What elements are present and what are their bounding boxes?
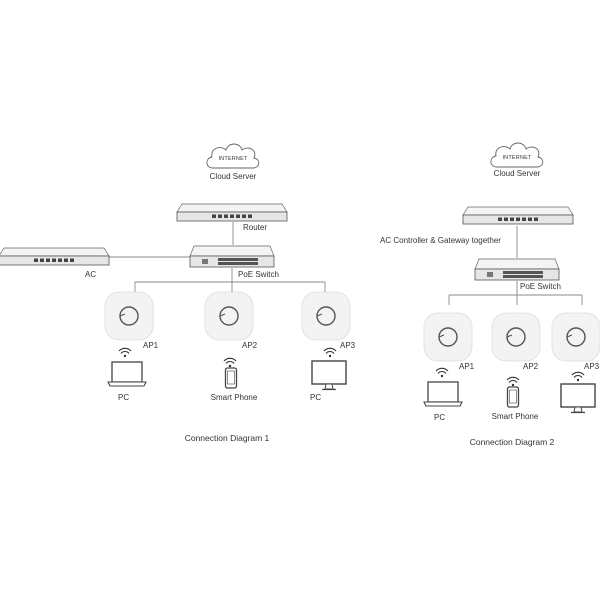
smartphone-icon bbox=[224, 367, 238, 389]
wifi-icon bbox=[571, 371, 585, 382]
connection-diagram-2: INTERNET Cloud Server AC Controller & Ga… bbox=[380, 142, 600, 447]
cloud-server-label: Cloud Server bbox=[210, 172, 257, 181]
wire-switch-aps bbox=[448, 281, 583, 305]
ap1-label: AP1 bbox=[143, 341, 159, 350]
wifi-icon bbox=[323, 347, 337, 358]
poe-switch-label: PoE Switch bbox=[238, 270, 279, 279]
wifi-icon bbox=[118, 347, 132, 358]
laptop-icon bbox=[423, 381, 463, 407]
access-point-1-icon bbox=[104, 291, 154, 341]
wifi-icon bbox=[506, 376, 520, 387]
ap1-label: AP1 bbox=[459, 362, 475, 371]
diagram-caption: Connection Diagram 1 bbox=[185, 433, 270, 443]
connection-diagram-1: INTERNET Cloud Server Router AC PoE Swit… bbox=[0, 143, 356, 443]
router-label: Router bbox=[243, 223, 267, 232]
router-icon bbox=[176, 203, 288, 222]
ap3-label: AP3 bbox=[340, 341, 356, 350]
access-point-1-icon bbox=[423, 312, 473, 362]
cloud-server-label: Cloud Server bbox=[494, 169, 541, 178]
pc-label: PC bbox=[118, 393, 129, 402]
laptop-icon bbox=[107, 361, 147, 387]
poe-switch-icon bbox=[474, 258, 560, 281]
smart-phone-label: Smart Phone bbox=[211, 393, 258, 402]
poe-switch-icon bbox=[189, 245, 275, 268]
ap2-label: AP2 bbox=[523, 362, 539, 371]
access-point-3-icon bbox=[551, 312, 600, 362]
smart-phone-label: Smart Phone bbox=[492, 412, 539, 421]
wifi-icon bbox=[435, 367, 449, 378]
ap2-label: AP2 bbox=[242, 341, 258, 350]
ap3-label: AP3 bbox=[584, 362, 600, 371]
internet-label: INTERNET bbox=[218, 156, 248, 162]
gateway-device-icon bbox=[462, 206, 574, 225]
ac-label: AC bbox=[85, 270, 96, 279]
access-point-3-icon bbox=[301, 291, 351, 341]
access-point-2-icon bbox=[204, 291, 254, 341]
smartphone-icon bbox=[506, 386, 520, 408]
wifi-icon bbox=[223, 357, 237, 368]
access-point-2-icon bbox=[491, 312, 541, 362]
wire-switch-aps bbox=[134, 268, 326, 292]
desktop-monitor-icon bbox=[311, 360, 347, 391]
internet-label: INTERNET bbox=[502, 155, 532, 161]
gateway-label: AC Controller & Gateway together bbox=[380, 236, 501, 245]
pc-label: PC bbox=[310, 393, 321, 402]
diagram-caption: Connection Diagram 2 bbox=[470, 437, 555, 447]
poe-switch-label: PoE Switch bbox=[520, 282, 561, 291]
ac-device-icon bbox=[0, 247, 110, 266]
desktop-monitor-icon bbox=[560, 383, 596, 414]
pc-label: PC bbox=[434, 413, 445, 422]
